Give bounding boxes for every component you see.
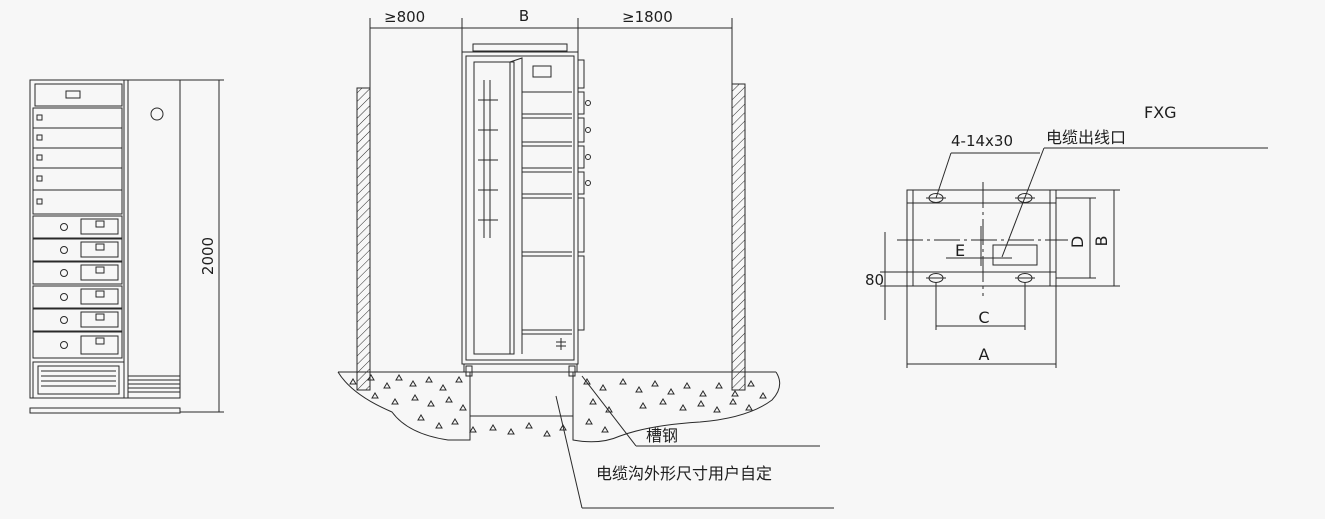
model-label: FXG [1144, 103, 1177, 122]
base-frame-outline [906, 189, 1057, 287]
concrete-aggregate [349, 374, 767, 437]
channel-steel [463, 363, 578, 373]
front-view: 2000 [29, 79, 224, 414]
left-wall [356, 87, 371, 391]
dim-b-label: B [1092, 236, 1111, 247]
front-drawer-row [32, 238, 123, 262]
front-drawer-row [32, 261, 123, 285]
right-wall [731, 83, 746, 391]
base-plan-view: 4-14x30 电缆出线口 FXG C A D B E 80 [865, 103, 1268, 368]
channel-steel-leader [581, 375, 637, 447]
front-drawer-row [32, 308, 123, 332]
left-clearance-label: ≥800 [384, 8, 425, 26]
cable-outlet-label: 电缆出线口 [1046, 128, 1126, 147]
dim-80-label: 80 [865, 271, 884, 289]
trench-note-label: 电缆沟外形尺寸用户自定 [596, 464, 772, 483]
holes-leader [935, 152, 952, 199]
right-clearance-label: ≥1800 [622, 8, 673, 26]
cable-outlet [992, 244, 1038, 266]
side-panel-circle [150, 107, 164, 121]
front-drawer-row [32, 331, 123, 359]
channel-steel-label: 槽钢 [646, 426, 678, 445]
outlet-leader [1001, 147, 1045, 258]
width-label: B [519, 7, 529, 25]
height-dimension-label: 2000 [199, 237, 217, 275]
holes-spec-label: 4-14x30 [951, 132, 1013, 150]
dim-a-label: A [979, 345, 990, 364]
ground-section [337, 371, 781, 443]
mounting-hole [926, 273, 946, 283]
trench-leader [555, 395, 583, 509]
cabinet-side-outline [461, 51, 579, 365]
front-plinth [29, 407, 181, 414]
dim-d-label: D [1068, 236, 1087, 248]
dim-e-label: E [955, 241, 965, 260]
cabinet-top-cap [472, 43, 568, 52]
side-view: ≥800 B ≥1800 [337, 7, 834, 509]
dim-c-label: C [978, 308, 989, 327]
front-drawer-row [32, 215, 123, 239]
front-drawer-row [32, 285, 123, 309]
mounting-hole [1015, 273, 1035, 283]
